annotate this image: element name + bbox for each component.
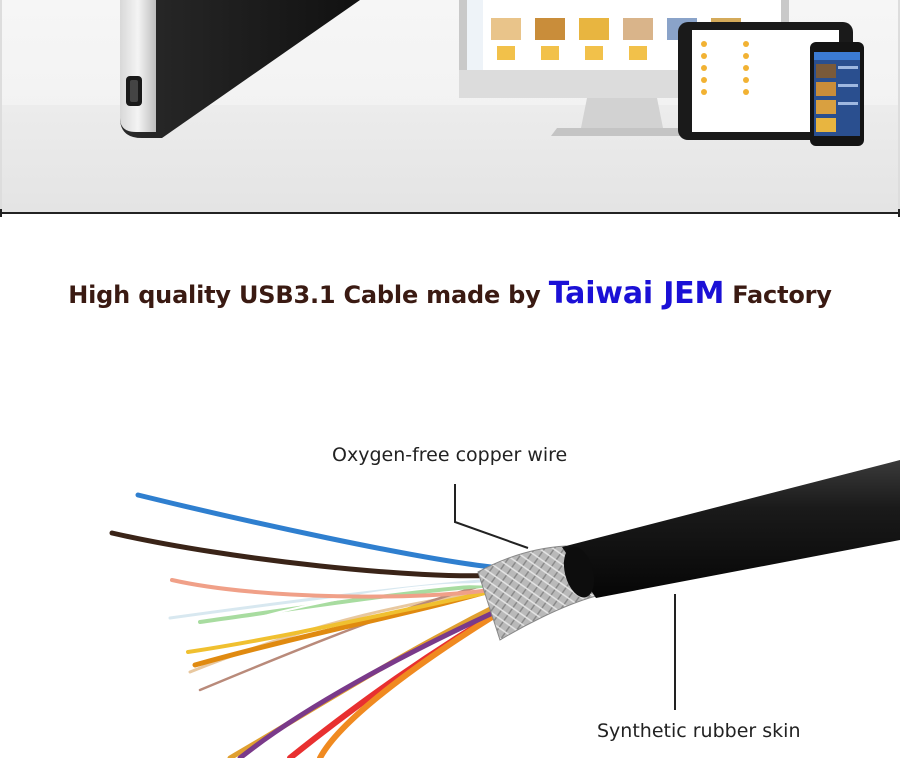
phone-icon	[810, 42, 864, 146]
hard-drive-icon	[120, 0, 360, 138]
heading-accent: Taiwai JEM	[548, 276, 725, 311]
cable-illustration	[109, 460, 900, 758]
page-heading: High quality USB3.1 Cable made by Taiwai…	[0, 276, 900, 311]
heading-text: High quality USB3.1 Cable made by	[68, 281, 541, 309]
section-divider	[0, 209, 900, 217]
rubber-skin-label: Synthetic rubber skin	[597, 720, 801, 742]
product-banner	[0, 0, 900, 212]
cable-wires	[109, 492, 563, 758]
rubber-jacket	[562, 460, 900, 598]
copper-leader-line	[454, 484, 529, 549]
heading-text-end: Factory	[732, 281, 832, 309]
copper-wire-label: Oxygen-free copper wire	[332, 444, 568, 466]
